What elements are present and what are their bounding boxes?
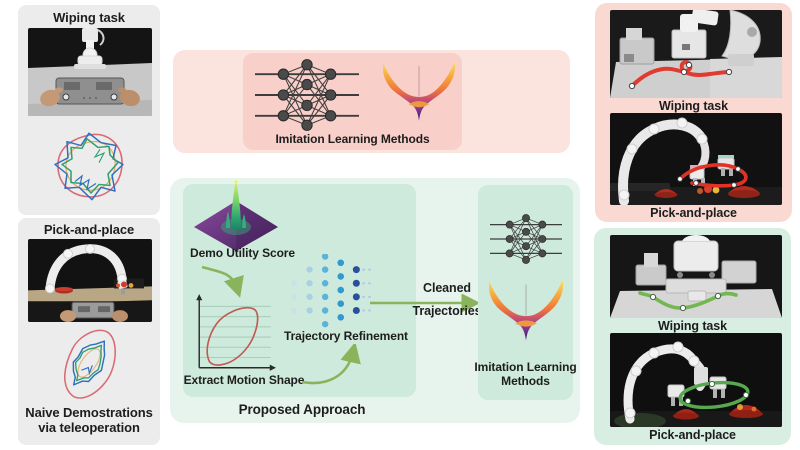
naive-pick-label: Pick-and-place: [650, 206, 737, 220]
refined-results-panel: Wiping task: [594, 228, 791, 445]
straight-arrow-icon: [368, 294, 482, 312]
imitation-learning-right-panel: Imitation Learning Methods: [474, 185, 577, 400]
neural-network-icon: [255, 59, 359, 131]
refined-pick-result-photo: [610, 333, 782, 427]
naive-demos-caption: Naive Demostrations via teleoperation: [18, 405, 160, 436]
wiping-scribble-trajectories: [40, 117, 140, 212]
proposed-approach-inner-panel: Demo Utility Score Ex: [183, 180, 416, 397]
cleaned-label-line2: Trajectories: [412, 304, 482, 318]
curved-arrow-down-icon: [199, 264, 249, 298]
utility-peak-surface-icon: [191, 177, 281, 253]
refined-wiping-label: Wiping task: [658, 319, 727, 333]
wiping-teleop-photo: [28, 28, 152, 116]
curved-arrow-up-icon: [299, 344, 361, 388]
naive-demos-caption-line1: Naive Demostrations: [25, 405, 153, 420]
pick-scribble-trajectories: [52, 324, 126, 402]
loss-surface-icon: [487, 275, 565, 347]
imitation-learning-top-label: Imitation Learning Methods: [275, 132, 430, 146]
refined-wiping-result-photo: [610, 235, 782, 318]
naive-wiping-label: Wiping task: [659, 99, 728, 113]
demo-utility-score-label: Demo Utility Score: [190, 246, 295, 260]
imitation-learning-right-line1: Imitation Learning: [474, 360, 577, 374]
wiping-task-title: Wiping task: [53, 10, 125, 25]
motion-shape-plot-icon: [189, 292, 279, 376]
trajectory-refinement-label: Trajectory Refinement: [284, 329, 408, 343]
naive-results-panel: Wiping task: [595, 3, 792, 222]
imitation-learning-right-label: Imitation Learning Methods: [470, 360, 581, 389]
extract-motion-shape-label: Extract Motion Shape: [183, 373, 305, 387]
refined-pick-label: Pick-and-place: [649, 428, 736, 442]
naive-pick-result-photo: [610, 113, 782, 205]
loss-surface-icon: [381, 55, 457, 129]
naive-wiping-result-photo: [610, 10, 782, 98]
proposed-approach-label: Proposed Approach: [238, 402, 366, 417]
naive-demo-wiping-panel: Wiping task: [18, 5, 160, 215]
pick-and-place-title: Pick-and-place: [43, 222, 135, 237]
naive-demo-pick-panel: Pick-and-place: [18, 218, 160, 445]
naive-demos-caption-line2: via teleoperation: [38, 419, 140, 435]
pick-teleop-photo: [28, 239, 152, 322]
neural-network-icon: [490, 213, 562, 265]
imitation-learning-inner-panel: Imitation Learning Methods: [243, 53, 462, 150]
imitation-learning-right-line2: Methods: [501, 373, 550, 388]
cleaned-label-line1: Cleaned: [423, 281, 471, 295]
refinement-dots-icon: [288, 254, 374, 330]
